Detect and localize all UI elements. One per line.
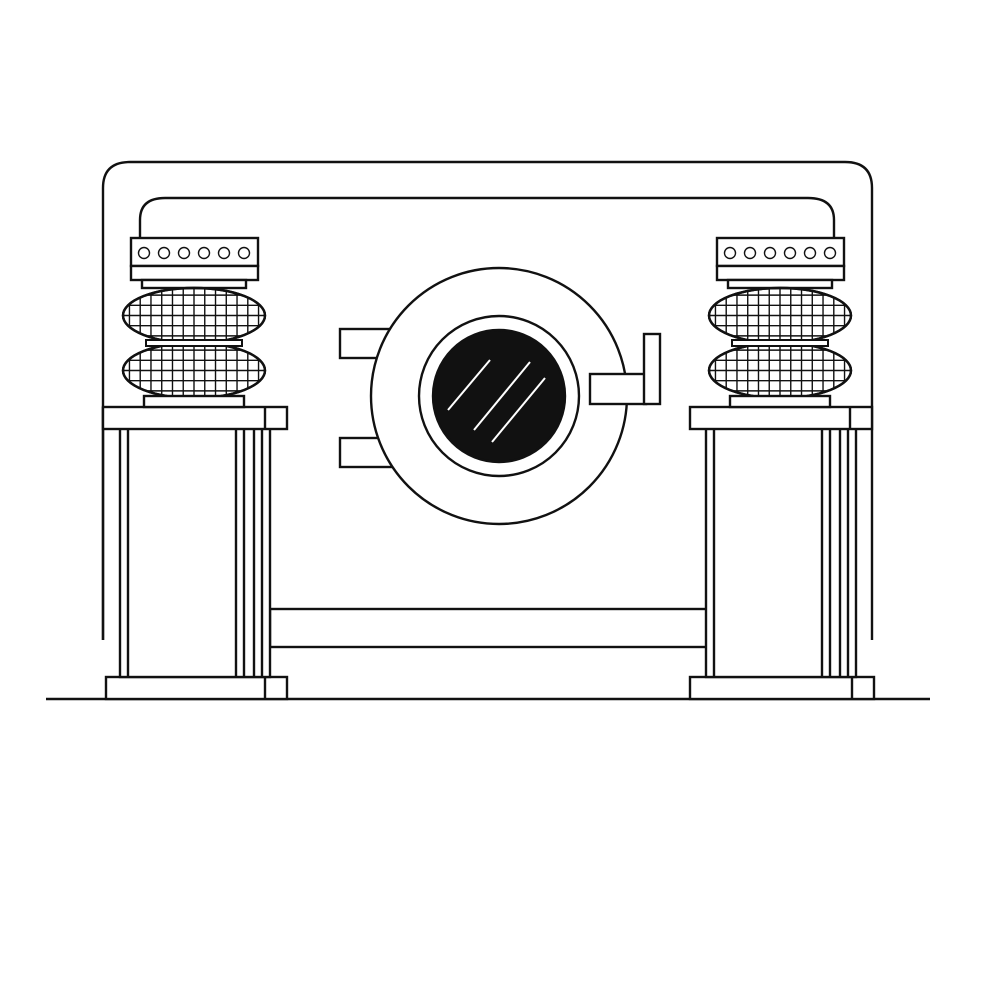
bolt-hole [197, 246, 211, 260]
plate-base [129, 264, 260, 282]
bolt-hole [237, 246, 251, 260]
bolt-plate [129, 236, 260, 268]
right-support-column [688, 405, 876, 701]
bolt-hole [743, 246, 757, 260]
outer-frame [101, 160, 874, 640]
porthole-window [431, 328, 567, 464]
door-handle [588, 332, 662, 406]
bellow-waist [731, 339, 829, 347]
bolt-hole [217, 246, 231, 260]
chamber-door [338, 266, 662, 526]
bolt-hole [137, 246, 151, 260]
glare-lines [447, 359, 546, 443]
bolt-hole [783, 246, 797, 260]
bolt-hole [823, 246, 837, 260]
bolt-hole [723, 246, 737, 260]
bolt-hole [803, 246, 817, 260]
lower-ring [728, 394, 832, 409]
lower-ring [142, 394, 246, 409]
bolt-hole [763, 246, 777, 260]
left-air-spring [121, 236, 267, 409]
cross-beam [268, 607, 712, 649]
bolt-hole [157, 246, 171, 260]
bolt-hole [177, 246, 191, 260]
bellow-waist [145, 339, 243, 347]
right-air-spring [707, 236, 853, 409]
bolt-plate [715, 236, 846, 268]
left-support-column [101, 405, 289, 701]
plate-base [715, 264, 846, 282]
